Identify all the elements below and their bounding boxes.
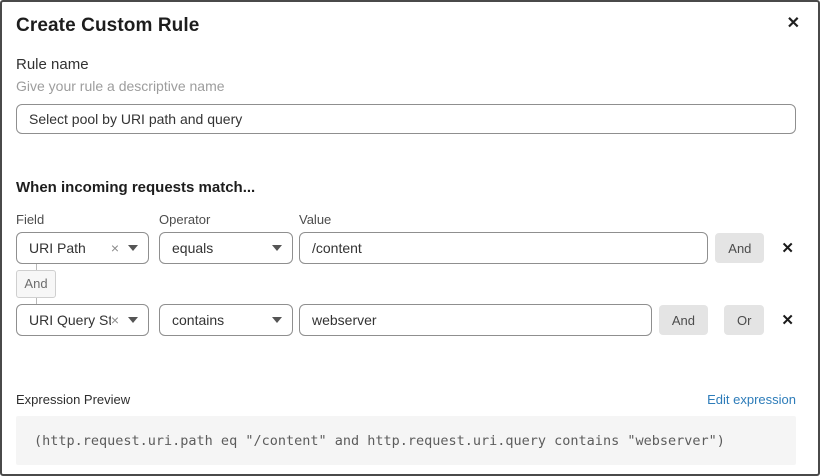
edit-expression-link[interactable]: Edit expression	[707, 392, 796, 407]
operator-select-value: equals	[172, 240, 214, 256]
and-connector: And	[16, 264, 56, 304]
rule-name-section: Rule name Give your rule a descriptive n…	[16, 55, 796, 134]
and-connector-badge: And	[16, 270, 56, 298]
chevron-down-icon	[272, 245, 282, 251]
operator-select-value: contains	[172, 312, 225, 328]
expression-preview-label: Expression Preview	[16, 392, 131, 407]
field-select[interactable]: URI Query St... ×	[16, 304, 149, 336]
operator-select[interactable]: equals	[159, 232, 293, 264]
delete-condition-icon[interactable]: ✕	[781, 311, 794, 329]
value-input[interactable]	[299, 232, 709, 264]
chevron-down-icon	[128, 317, 138, 323]
chevron-down-icon	[272, 317, 282, 323]
operator-column-label: Operator	[159, 212, 211, 227]
condition-row-2: URI Query St... × contains And Or ✕	[16, 304, 796, 336]
or-button[interactable]: Or	[723, 305, 765, 335]
match-heading: When incoming requests match...	[16, 179, 256, 196]
and-button[interactable]: And	[715, 233, 765, 263]
rule-name-helper: Give your rule a descriptive name	[16, 78, 225, 94]
operator-select[interactable]: contains	[159, 304, 293, 336]
rule-name-input[interactable]	[16, 104, 796, 134]
connector-line	[35, 264, 37, 270]
and-button[interactable]: And	[658, 305, 708, 335]
field-select-value: URI Query St...	[29, 312, 111, 328]
dialog-title: Create Custom Rule	[16, 15, 200, 36]
value-input[interactable]	[299, 304, 652, 336]
expression-preview-header: Expression Preview Edit expression	[16, 391, 796, 409]
value-column-label: Value	[299, 212, 332, 227]
condition-column-labels: Field Operator Value	[16, 211, 796, 229]
connector-line	[35, 298, 37, 304]
delete-condition-icon[interactable]: ✕	[781, 239, 794, 257]
field-select-value: URI Path	[29, 240, 86, 256]
condition-row-1: URI Path × equals And ✕	[16, 232, 796, 264]
rule-name-label: Rule name	[16, 56, 89, 73]
field-select[interactable]: URI Path ×	[16, 232, 149, 264]
dialog-header: Create Custom Rule ✕	[16, 12, 800, 40]
field-column-label: Field	[16, 212, 45, 227]
expression-code: (http.request.uri.path eq "/content" and…	[16, 416, 796, 465]
chevron-down-icon	[128, 245, 138, 251]
close-icon[interactable]: ✕	[786, 15, 800, 32]
clear-field-icon[interactable]: ×	[110, 312, 119, 328]
clear-field-icon[interactable]: ×	[110, 240, 119, 256]
